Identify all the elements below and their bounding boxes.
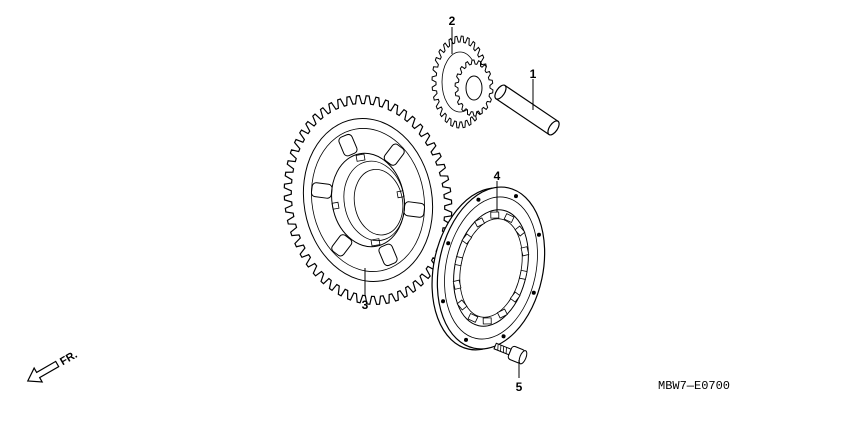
bolt-hole [501, 334, 506, 339]
clutch-sprag [503, 213, 515, 224]
gear-window [331, 234, 353, 257]
arrow-left-icon [26, 360, 60, 383]
callout-5: 5 [516, 380, 523, 394]
clutch-sprag [461, 233, 473, 245]
clutch-sprag [496, 308, 508, 319]
clutch-sprag [452, 279, 462, 290]
bolt-part-5 [493, 342, 528, 365]
clutch-sprag [474, 217, 486, 228]
clutch-sprag [467, 312, 479, 323]
clutch-sprag [490, 211, 500, 219]
clutch-sprag [456, 299, 468, 311]
diagram-code: MBW7—E0700 [658, 379, 730, 393]
gear-window [338, 133, 358, 157]
gear-window [403, 201, 426, 218]
bolt-hole [513, 194, 518, 199]
callout-4: 4 [494, 169, 501, 183]
clutch-sprag [514, 225, 526, 237]
shaft-part-1 [494, 84, 560, 136]
clutch-sprag [520, 246, 530, 257]
front-label: FR. [58, 349, 79, 368]
gear-window [310, 182, 333, 199]
clutch-sprags [452, 211, 530, 325]
bolt-hole [531, 290, 536, 295]
driven-gear-part-3 [283, 94, 453, 306]
clutch-sprag [509, 291, 521, 303]
bolt-hole [464, 337, 469, 342]
bolt-hole [476, 197, 481, 202]
callout-3: 3 [362, 298, 369, 312]
driven-gear-windows [310, 133, 426, 267]
front-direction-arrow: FR. [26, 349, 80, 383]
clutch-bolt-holes [441, 194, 541, 342]
bolt-hole [536, 232, 541, 237]
one-way-clutch-part-4 [431, 186, 546, 351]
clutch-sprag [482, 317, 492, 325]
callout-1: 1 [530, 67, 537, 81]
bolt-hole [441, 299, 446, 304]
gear-window [383, 143, 405, 166]
idle-gear-part-2 [431, 35, 494, 129]
callout-2: 2 [449, 14, 456, 28]
clutch-sprag [519, 269, 528, 280]
gear-window [378, 243, 398, 267]
driven-gear-rim [302, 117, 434, 283]
clutch-sprag [454, 256, 463, 267]
idle-gear-bore [465, 75, 483, 101]
bolt-hole [446, 241, 451, 246]
